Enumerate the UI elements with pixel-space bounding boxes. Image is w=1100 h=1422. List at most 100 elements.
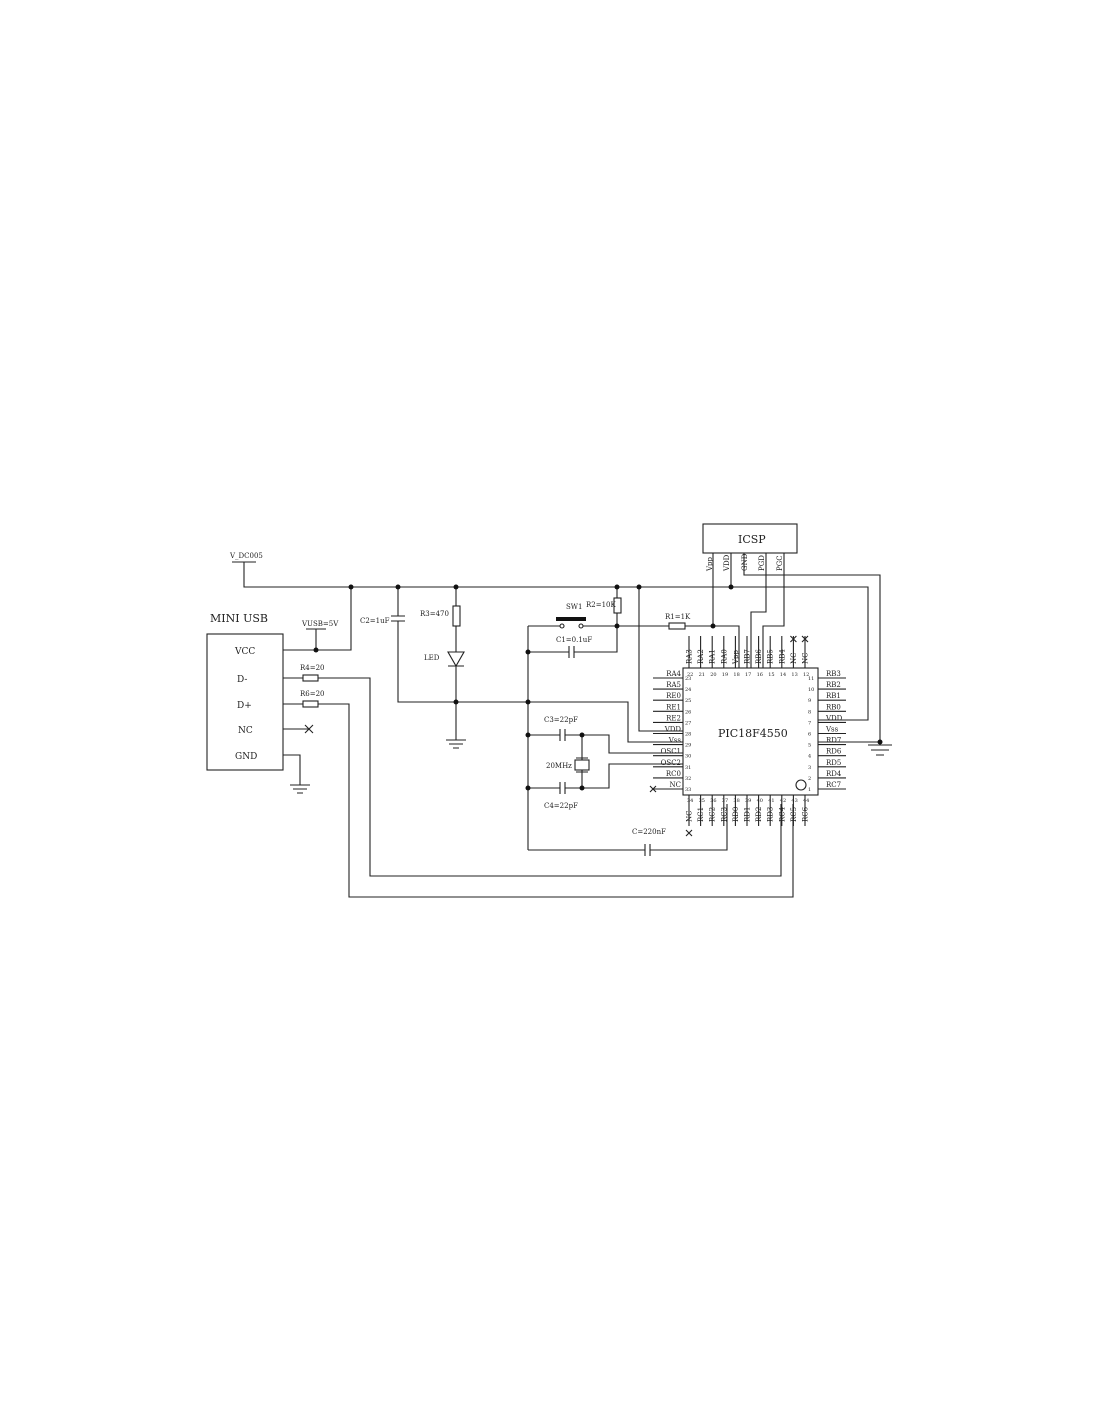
pin-number: 21 <box>699 672 705 678</box>
pin-label-vdd: VDD <box>825 714 843 722</box>
pin-number: 14 <box>780 672 786 678</box>
no-connect-icon <box>685 829 693 837</box>
pin-number: 28 <box>685 732 691 738</box>
pin-number: 30 <box>685 754 691 760</box>
pin-number: 11 <box>808 676 814 682</box>
icsp-pin-vpp: Vpp <box>706 556 714 572</box>
pin-label-rc0: RC0 <box>666 770 681 778</box>
pin-number: 35 <box>699 798 705 804</box>
pin-label-rd6: RD6 <box>826 748 842 756</box>
led-label: LED <box>424 654 440 662</box>
pin-label-re0: RE0 <box>666 692 681 700</box>
pin-number: 3 <box>808 765 811 771</box>
wires <box>206 523 892 898</box>
pin-label-nc: NC <box>790 653 798 664</box>
pin-number: 9 <box>808 698 811 704</box>
icsp-header <box>702 523 798 554</box>
pin-number: 36 <box>710 798 716 804</box>
crystal-label: 20MHz <box>546 762 572 770</box>
pin-label-vpp: Vpp <box>732 649 740 665</box>
pin-label-rc6: RC6 <box>802 806 810 822</box>
pin-number: 17 <box>745 672 751 678</box>
r2-label: R2=10K <box>586 601 616 609</box>
resistor-r4 <box>302 674 319 682</box>
r3-label: R3=470 <box>420 610 449 618</box>
usb-pin-dminus: D- <box>237 675 247 685</box>
pin-number: 32 <box>685 776 691 782</box>
resistor-r1 <box>668 622 686 630</box>
usb-pin-dplus: D+ <box>237 701 252 711</box>
pin-number: 43 <box>791 798 797 804</box>
pin-label-ra0: RA0 <box>720 649 728 664</box>
pin-number: 42 <box>780 798 786 804</box>
pin-number: 7 <box>808 720 811 726</box>
pin-label-nc: NC <box>686 811 694 822</box>
resistor-r6 <box>302 700 319 708</box>
pin-number: 19 <box>722 672 728 678</box>
c3-label: C3=22pF <box>544 716 578 724</box>
pin-label-rd2: RD2 <box>755 807 763 822</box>
resistor-r2 <box>613 597 622 614</box>
pin-label-rd7: RD7 <box>826 737 841 745</box>
icsp-pin-vdd: VDD <box>723 554 731 572</box>
chip-pins: RA322RA221RA120RA019Vpp18RB717RB616RB515… <box>649 635 846 837</box>
pin-number: 2 <box>808 776 811 782</box>
pin-label-ra1: RA1 <box>709 649 717 664</box>
usb-pin-gnd: GND <box>235 752 257 762</box>
pin-label-rd4: RD4 <box>826 770 842 778</box>
pin-number: 40 <box>757 798 763 804</box>
crystal-20mhz <box>574 759 590 771</box>
pin-number: 29 <box>685 743 691 749</box>
c1-label: C1=0.1uF <box>556 636 592 644</box>
pin-label-re1: RE1 <box>666 703 681 711</box>
pin-label-rb6: RB6 <box>755 649 763 664</box>
pin-label-rb1: RB1 <box>826 692 841 700</box>
pin-number: 22 <box>687 672 693 678</box>
pin-number: 6 <box>808 732 811 738</box>
icsp-pin-gnd: GND <box>741 553 749 571</box>
pin-number: 34 <box>687 798 693 804</box>
icsp-label: ICSP <box>738 533 766 546</box>
usb-pin-nc: NC <box>238 726 253 736</box>
switch-sw1[interactable] <box>556 617 586 621</box>
pin-number: 13 <box>791 672 797 678</box>
pin-number: 16 <box>757 672 763 678</box>
pin-number: 26 <box>685 709 691 715</box>
icsp-pin-pgd: PGD <box>758 555 766 571</box>
pin-number: 4 <box>808 754 811 760</box>
c220-label: C=220nF <box>632 828 666 836</box>
no-connect-icon <box>649 785 657 793</box>
pin-number: 27 <box>685 720 691 726</box>
pin-label-rc4: RC4 <box>778 806 786 822</box>
pin-label-nc: NC <box>670 781 681 789</box>
usb-pin-vcc: VCC <box>234 647 255 657</box>
pin-label-vss: Vss <box>668 737 682 745</box>
pin-number: 10 <box>808 687 814 693</box>
pin-number: 31 <box>685 765 691 771</box>
pin-number: 18 <box>733 672 739 678</box>
schematic-background <box>200 520 900 900</box>
mini-usb-label: MINI USB <box>210 612 268 625</box>
pin-label-rb5: RB5 <box>767 649 775 664</box>
pin-number: 23 <box>685 676 691 682</box>
r6-label: R6=20 <box>300 690 325 698</box>
pin-label-rb0: RB0 <box>826 703 841 711</box>
pin-label-vdd: VDD <box>664 726 682 734</box>
r1-label: R1=1K <box>665 613 691 621</box>
pin-label-rb7: RB7 <box>744 649 752 664</box>
pic18f4550-chip <box>682 667 819 796</box>
r4-label: R4=20 <box>300 664 325 672</box>
v-dc-label: V_DC005 <box>229 552 263 560</box>
pin-label-rb2: RB2 <box>826 681 841 689</box>
pin-label-rb3: RB3 <box>826 670 841 678</box>
vusb-label: VUSB=5V <box>301 620 339 628</box>
c4-label: C4=22pF <box>544 802 578 810</box>
pin-number: 41 <box>768 798 774 804</box>
pin-label-re2: RE2 <box>666 714 681 722</box>
chip-label: PIC18F4550 <box>718 727 788 740</box>
pin-label-rc1: RC1 <box>697 807 705 822</box>
pin-number: 20 <box>710 672 716 678</box>
pin-number: 24 <box>685 687 691 693</box>
pin-label-osc1: OSC1 <box>661 748 681 756</box>
pin-label-rd3: RD3 <box>767 807 775 822</box>
